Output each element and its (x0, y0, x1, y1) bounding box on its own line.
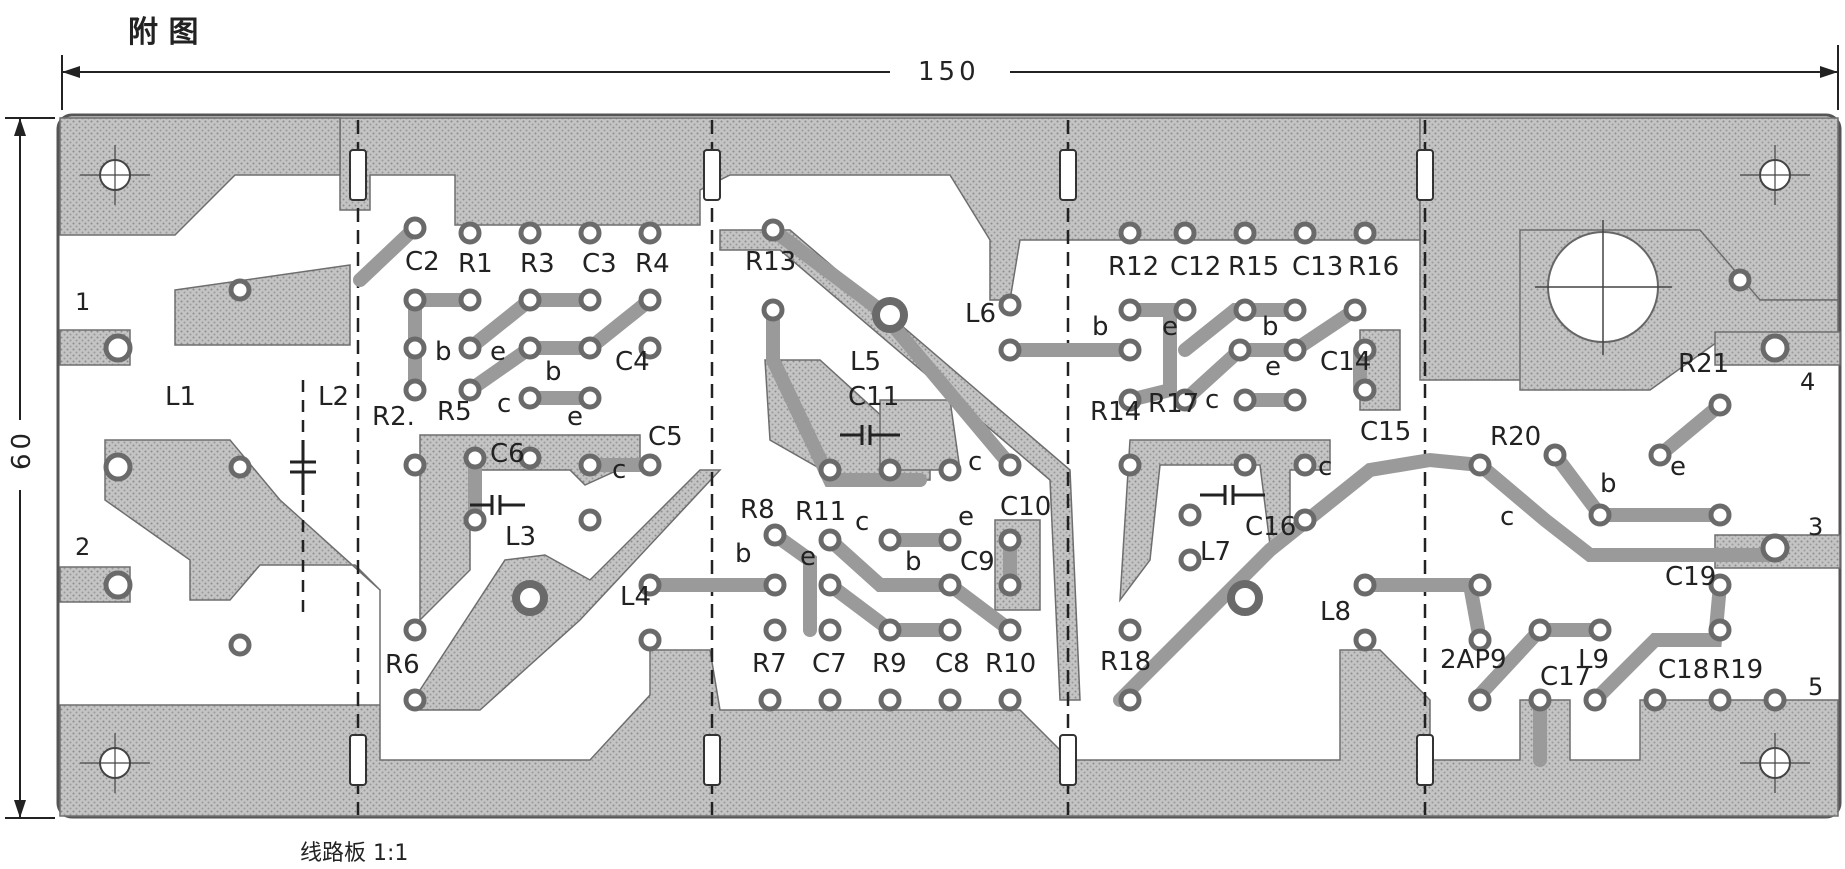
shield-lines (356, 120, 1427, 815)
pin-c: c (1500, 502, 1514, 532)
label-R14: R14 (1090, 397, 1141, 427)
label-C19: C19 (1665, 562, 1716, 592)
label-C5: C5 (648, 422, 683, 452)
label-L6: L6 (965, 299, 996, 329)
pin-e: e (567, 402, 583, 432)
height-value: 60 (7, 429, 37, 470)
label-C11: C11 (848, 382, 899, 412)
label-R5: R5 (437, 397, 472, 427)
label-R10: R10 (985, 649, 1036, 679)
pin-e: e (958, 502, 974, 532)
pin-c: c (968, 447, 982, 477)
terminal-5: 5 (1808, 673, 1823, 701)
label-R17: R17 (1148, 389, 1199, 419)
label-C16: C16 (1245, 512, 1296, 542)
pin-e: e (1670, 452, 1686, 482)
label-L5: L5 (850, 347, 881, 377)
label-L2: L2 (318, 382, 349, 412)
label-C10: C10 (1000, 492, 1051, 522)
label-L4: L4 (620, 582, 651, 612)
pin-e: e (1162, 312, 1178, 342)
label-R21: R21 (1678, 349, 1729, 379)
label-R19: R19 (1712, 655, 1763, 685)
terminal-4: 4 (1800, 368, 1815, 396)
label-C3: C3 (582, 249, 617, 279)
figure-title: 附 图 (128, 15, 198, 50)
label-C2: C2 (405, 247, 440, 277)
label-C8: C8 (935, 649, 970, 679)
terminal-3: 3 (1808, 513, 1823, 541)
label-C12: C12 (1170, 252, 1221, 282)
label-R16: R16 (1348, 252, 1399, 282)
pin-c: c (497, 389, 511, 419)
label-R11: R11 (795, 497, 846, 527)
label-C18: C18 (1658, 655, 1709, 685)
label-R3: R3 (520, 249, 555, 279)
label-C7: C7 (812, 649, 847, 679)
label-R13: R13 (745, 247, 796, 277)
pin-b: b (735, 539, 752, 569)
label-L9: L9 (1578, 645, 1609, 675)
pin-e: e (800, 542, 816, 572)
label-L8: L8 (1320, 597, 1351, 627)
label-C14: C14 (1320, 347, 1371, 377)
label-R1: R1 (458, 249, 493, 279)
label-L7: L7 (1200, 537, 1231, 567)
label-R8: R8 (740, 495, 775, 525)
component-labels: C2 R1 R3 C3 R4 C4 R2. R5 C5 C6 R6 R13 L5… (165, 247, 1763, 692)
label-L3: L3 (505, 522, 536, 552)
pin-b: b (1600, 469, 1617, 499)
pin-e: e (1265, 352, 1281, 382)
pin-c: c (1205, 385, 1219, 415)
pin-c: c (1318, 452, 1332, 482)
label-C13: C13 (1292, 252, 1343, 282)
pin-b: b (905, 547, 922, 577)
width-dimension: 150 (61, 45, 1839, 110)
label-R9: R9 (872, 649, 907, 679)
height-dimension: 60 (5, 117, 55, 819)
label-R4: R4 (635, 249, 670, 279)
label-L1: L1 (165, 382, 196, 412)
label-R18: R18 (1100, 647, 1151, 677)
pin-b: b (1092, 312, 1109, 342)
label-2AP9: 2AP9 (1440, 645, 1507, 675)
label-C6: C6 (490, 439, 525, 469)
pin-b: b (1262, 312, 1279, 342)
label-C15: C15 (1360, 417, 1411, 447)
width-value: 150 (918, 57, 980, 87)
label-C9: C9 (960, 547, 995, 577)
pin-c: c (855, 507, 869, 537)
label-C17: C17 (1540, 662, 1591, 692)
terminal-labels: 1 2 3 4 5 (75, 288, 1823, 701)
label-R12: R12 (1108, 252, 1159, 282)
pin-c: c (612, 455, 626, 485)
pin-b: b (545, 357, 562, 387)
terminal-1: 1 (75, 288, 90, 316)
label-R20: R20 (1490, 422, 1541, 452)
label-R7: R7 (752, 649, 787, 679)
pin-letters: b e b c e c c c e b e b b e b e c c b c … (435, 312, 1686, 577)
label-R6: R6 (385, 650, 420, 680)
label-C4: C4 (615, 347, 650, 377)
pin-b: b (435, 337, 452, 367)
shield-slots (349, 149, 1434, 786)
component-pads (103, 216, 1790, 712)
terminal-2: 2 (75, 533, 90, 561)
pin-e: e (490, 337, 506, 367)
figure-caption: 线路板 1:1 (300, 841, 408, 866)
label-R15: R15 (1228, 252, 1279, 282)
label-R2: R2. (372, 402, 415, 432)
